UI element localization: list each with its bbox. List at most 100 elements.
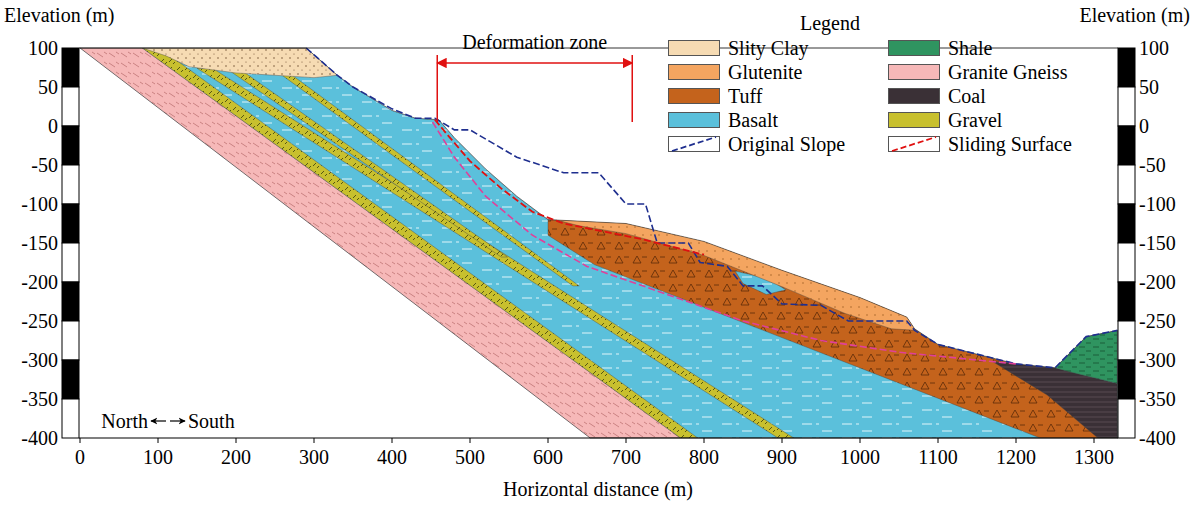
gravel-layer: [279, 73, 579, 286]
original-slope-line: [306, 48, 1117, 368]
scale-segment: [62, 282, 79, 321]
legend-swatch: [888, 64, 940, 80]
x-tick: [80, 438, 81, 443]
legend-swatch: [888, 112, 940, 128]
strata: [64, 48, 1117, 438]
tick-label: -250: [1139, 310, 1176, 333]
tick-label: -350: [21, 388, 58, 411]
axes: [62, 48, 1135, 443]
sliding-surface-line: [435, 120, 704, 255]
legend-title: Legend: [800, 12, 860, 35]
tick-label: 50: [1139, 76, 1159, 99]
tick-label: -200: [21, 271, 58, 294]
scale-segment: [62, 243, 79, 282]
tick-label: 50: [38, 76, 58, 99]
tick-label: -150: [1139, 232, 1176, 255]
tick-label: -150: [21, 232, 58, 255]
x-tick: [1016, 438, 1017, 443]
south-arrow: [170, 420, 185, 421]
tick-label: -350: [1139, 388, 1176, 411]
scale-segment: [62, 126, 79, 165]
tick-label: 1300: [1074, 446, 1114, 469]
scale-bar: [1118, 48, 1135, 438]
tick-label: -50: [1139, 154, 1166, 177]
tick-label: 300: [299, 446, 329, 469]
shale-layer: [1055, 330, 1117, 383]
legend-text: Coal: [948, 85, 986, 107]
tick-label: 1100: [918, 446, 957, 469]
legend-swatch: [668, 112, 720, 128]
scale-segment: [62, 48, 79, 87]
tick-label: -400: [21, 427, 58, 450]
scale-segment: [1118, 87, 1135, 126]
scale-segment: [62, 321, 79, 360]
slope-lines: [80, 48, 1117, 438]
tick-label: -400: [1139, 427, 1176, 450]
tick-label: 400: [377, 446, 407, 469]
x-tick: [860, 438, 861, 443]
legend-text: Sliding Surface: [948, 133, 1072, 155]
axis-title: Elevation (m): [1079, 4, 1190, 27]
silty-clay-layer: [142, 48, 337, 78]
tick-label: -300: [1139, 349, 1176, 372]
legend-text: Tuff: [728, 85, 762, 107]
tick-label: -50: [31, 154, 58, 177]
x-tick: [470, 438, 471, 443]
x-tick: [314, 438, 315, 443]
scale-segment: [1118, 204, 1135, 243]
deep-sliding-surface-line: [433, 122, 1016, 364]
scale-bar: [62, 48, 79, 438]
tick-label: -100: [21, 193, 58, 216]
legend-text: Slity Clay: [728, 37, 809, 59]
scale-segment: [62, 399, 79, 438]
legend-swatch: [668, 40, 720, 56]
tick-label: -200: [1139, 271, 1176, 294]
axis-title: Elevation (m): [4, 4, 115, 27]
x-tick: [626, 438, 627, 443]
tick-label: 1000: [840, 446, 880, 469]
legend-swatch: [888, 40, 940, 56]
x-tick: [1094, 438, 1095, 443]
scale-segment: [1118, 282, 1135, 321]
gravel-layer: [228, 70, 507, 257]
tick-label: 100: [28, 37, 58, 60]
direction-label: South: [188, 410, 235, 433]
tick-label: 100: [1139, 37, 1169, 60]
scale-segment: [1118, 360, 1135, 399]
scale-segment: [1118, 126, 1135, 165]
legend-text: Basalt: [728, 109, 778, 131]
direction-label: North: [101, 410, 148, 433]
legend-swatch: [668, 64, 720, 80]
tuff-layer: [548, 220, 1102, 438]
section-outline: [80, 48, 1117, 438]
axis-title: Horizontal distance (m): [503, 478, 693, 501]
scale-segment: [62, 204, 79, 243]
legend-text: Original Slope: [728, 133, 845, 155]
tick-label: 1200: [996, 446, 1036, 469]
scale-segment: [62, 165, 79, 204]
legend-line-sample: [668, 133, 720, 155]
legend-text: Granite Gneiss: [948, 61, 1067, 83]
legend-text: Shale: [948, 37, 992, 59]
tick-label: 700: [611, 446, 641, 469]
x-tick: [548, 438, 549, 443]
tick-label: -100: [1139, 193, 1176, 216]
tick-label: 500: [455, 446, 485, 469]
tick-label: 800: [689, 446, 719, 469]
legend-text: Gravel: [948, 109, 1002, 131]
legend-swatch: [888, 88, 940, 104]
x-tick: [392, 438, 393, 443]
scale-segment: [1118, 321, 1135, 360]
tick-label: -300: [21, 349, 58, 372]
tick-label: 100: [143, 446, 173, 469]
scale-segment: [62, 360, 79, 399]
x-tick: [704, 438, 705, 443]
tick-label: 200: [221, 446, 251, 469]
legend-swatch: [668, 88, 720, 104]
tick-label: 900: [767, 446, 797, 469]
scale-segment: [1118, 243, 1135, 282]
tick-label: 0: [48, 115, 58, 138]
legend-text: Glutenite: [728, 61, 802, 83]
zone-bracket: [437, 55, 632, 122]
scale-segment: [1118, 165, 1135, 204]
